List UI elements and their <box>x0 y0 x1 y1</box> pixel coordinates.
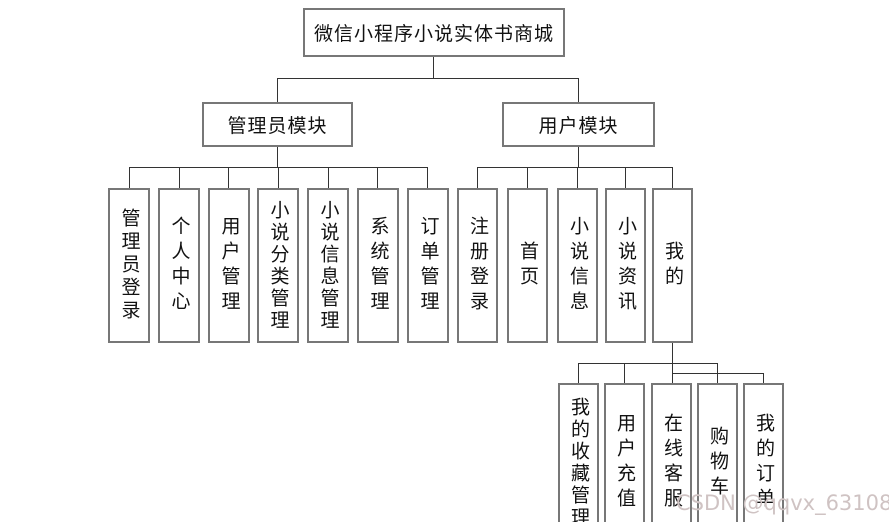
node-my-favorites-management: 我的收藏管理 <box>558 383 599 522</box>
node-root: 微信小程序小说实体书商城 <box>303 8 565 57</box>
node-novel-category-management: 小说分类管理 <box>257 188 299 343</box>
node-personal-center: 个人中心 <box>158 188 200 343</box>
node-user-recharge-label: 用户充值 <box>614 413 635 513</box>
node-system-management: 系统管理 <box>357 188 399 343</box>
node-novel-info-label: 小说信息 <box>567 215 588 316</box>
connector-line <box>477 167 478 188</box>
connector-line <box>672 343 673 373</box>
connector-line <box>427 167 428 188</box>
csdn-watermark: CSDN @qqvx_6310855 <box>676 491 889 515</box>
connector-line <box>717 363 718 383</box>
node-order-management-label: 订单管理 <box>417 215 439 316</box>
node-novel-news: 小说资讯 <box>605 188 646 343</box>
connector-line <box>277 78 278 102</box>
node-mine-label: 我的 <box>662 240 683 291</box>
node-register-login-label: 注册登录 <box>467 215 488 316</box>
node-admin-login: 管理员登录 <box>108 188 150 343</box>
node-user-module: 用户模块 <box>502 102 655 147</box>
connector-line <box>377 167 378 188</box>
connector-line <box>578 78 579 102</box>
connector-line <box>277 147 278 167</box>
node-novel-info-management-label: 小说信息管理 <box>317 199 339 332</box>
connector-line <box>763 373 764 383</box>
node-order-management: 订单管理 <box>407 188 449 343</box>
connector-line <box>527 167 528 188</box>
node-root-label: 微信小程序小说实体书商城 <box>313 24 554 45</box>
node-my-orders-label: 我的订单 <box>753 413 774 513</box>
connector-line <box>328 167 329 188</box>
node-online-customer-service: 在线客服 <box>651 383 692 522</box>
node-admin-login-label: 管理员登录 <box>118 208 140 323</box>
node-user-management: 用户管理 <box>208 188 250 343</box>
node-personal-center-label: 个人中心 <box>168 215 190 316</box>
node-novel-info: 小说信息 <box>557 188 598 343</box>
connector-line <box>672 167 673 188</box>
connector-line <box>578 147 579 167</box>
node-admin-module: 管理员模块 <box>202 102 353 147</box>
connector-line <box>625 167 626 188</box>
connector-line <box>672 373 764 374</box>
connector-line <box>129 167 130 188</box>
node-user-management-label: 用户管理 <box>218 215 240 316</box>
connector-line <box>228 167 229 188</box>
connector-line <box>578 363 718 364</box>
connector-line <box>277 78 579 79</box>
node-user-recharge: 用户充值 <box>604 383 645 522</box>
node-shopping-cart-label: 购物车 <box>707 425 728 501</box>
node-shopping-cart: 购物车 <box>697 383 738 522</box>
node-online-customer-service-label: 在线客服 <box>661 413 682 513</box>
node-home: 首页 <box>507 188 548 343</box>
node-novel-category-management-label: 小说分类管理 <box>267 199 289 332</box>
connector-line <box>578 363 579 383</box>
connector-line <box>179 167 180 188</box>
node-user-module-label: 用户模块 <box>538 116 619 137</box>
node-admin-module-label: 管理员模块 <box>227 116 328 137</box>
connector-line <box>278 167 279 188</box>
node-novel-info-management: 小说信息管理 <box>307 188 349 343</box>
connector-line <box>624 363 625 383</box>
node-system-management-label: 系统管理 <box>367 215 389 316</box>
node-home-label: 首页 <box>517 240 538 291</box>
node-my-orders: 我的订单 <box>743 383 784 522</box>
connector-line <box>672 373 673 383</box>
connector-line <box>577 167 578 188</box>
node-novel-news-label: 小说资讯 <box>615 215 636 316</box>
node-register-login: 注册登录 <box>457 188 498 343</box>
connector-line <box>477 167 672 168</box>
node-mine: 我的 <box>652 188 693 343</box>
node-my-favorites-management-label: 我的收藏管理 <box>568 397 589 522</box>
connector-line <box>433 57 434 78</box>
